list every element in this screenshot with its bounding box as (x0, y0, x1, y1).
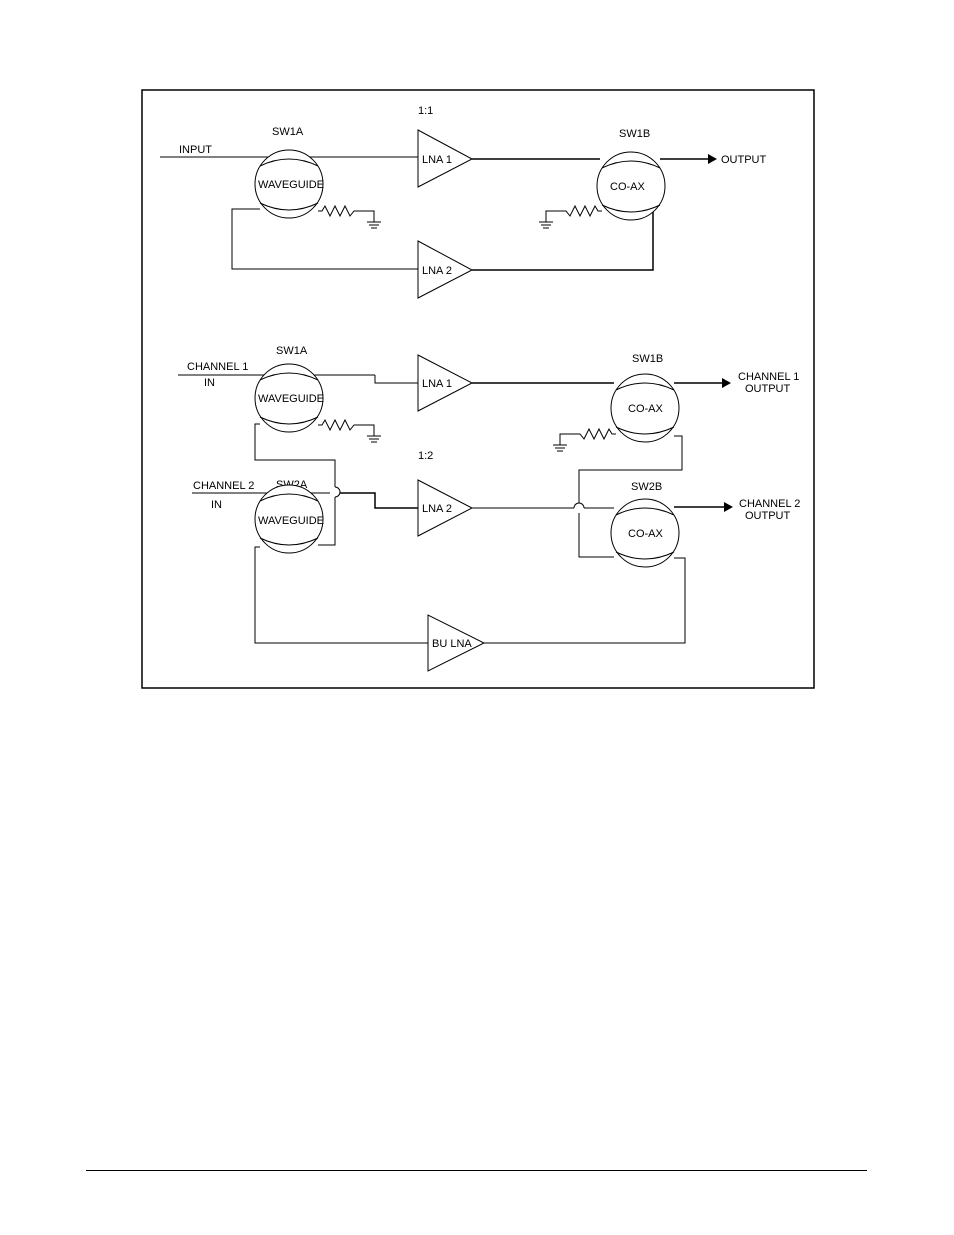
amplifier-lna2-bottom-label: LNA 2 (422, 503, 452, 515)
termination-resistor-top-right (539, 204, 602, 229)
switch-sw1a-bottom: SW1A WAVEGUIDE (254, 345, 324, 433)
channel1-output-arrow (722, 378, 731, 388)
channel2-output-arrow (724, 502, 733, 512)
amplifier-lna1-top-label: LNA 1 (422, 154, 452, 166)
amplifier-backup-lna: BU LNA (427, 614, 486, 672)
channel1-output-label-line2: OUTPUT (745, 383, 791, 395)
termination-resistor-sw1a (318, 418, 381, 443)
switch-sw2b-name: SW2B (631, 481, 662, 493)
amplifier-backup-lna-label: BU LNA (432, 638, 472, 650)
channel2-output-label-line1: CHANNEL 2 (739, 498, 800, 510)
switch-sw1a-top-name: SW1A (272, 126, 304, 138)
channel1-output-label-line1: CHANNEL 1 (738, 371, 799, 383)
section-one-for-two: 1:2 CHANNEL 1 IN SW1A WAVEGUIDE LNA 1 (178, 345, 800, 672)
output-label-top: OUTPUT (721, 154, 767, 166)
switch-sw1b-bottom-type: CO-AX (628, 403, 664, 415)
amplifier-lna1-top: LNA 1 (417, 129, 474, 188)
ratio-label-bottom: 1:2 (418, 450, 433, 462)
switch-sw2a-type: WAVEGUIDE (258, 515, 324, 527)
switch-sw1b-top-name: SW1B (619, 128, 650, 140)
switch-sw1a-top-type: WAVEGUIDE (258, 179, 324, 191)
switch-sw1a-top: SW1A WAVEGUIDE (254, 126, 324, 219)
switch-sw1b-bottom: SW1B CO-AX (610, 353, 680, 443)
diagram-frame (141, 89, 815, 689)
amplifier-lna2-top: LNA 2 (417, 240, 474, 299)
channel1-in-label-line2: IN (204, 377, 215, 389)
switch-sw1b-bottom-name: SW1B (632, 353, 663, 365)
footer-rule (86, 1170, 867, 1171)
amplifier-lna1-bottom-label: LNA 1 (422, 378, 452, 390)
ratio-label-top: 1:1 (418, 105, 433, 117)
channel2-output-label-line2: OUTPUT (745, 510, 791, 522)
amplifier-lna2-top-label: LNA 2 (422, 265, 452, 277)
section-one-for-one: 1:1 INPUT SW1A WAVEGUIDE LNA 1 (160, 105, 767, 299)
switch-sw1b-top-type: CO-AX (610, 181, 646, 193)
termination-resistor-top-left (318, 204, 381, 229)
switch-sw1a-bottom-name: SW1A (276, 345, 308, 357)
output-arrow-top (708, 154, 717, 164)
channel1-in-label-line1: CHANNEL 1 (187, 361, 248, 373)
amplifier-lna1-bottom: LNA 1 (417, 354, 474, 412)
channel2-in-label-line1: CHANNEL 2 (193, 480, 254, 492)
switch-sw2b: SW2B CO-AX (610, 481, 680, 568)
termination-resistor-sw1b (553, 427, 616, 452)
amplifier-lna2-bottom: LNA 2 (417, 479, 474, 537)
switch-sw2a: SW2A WAVEGUIDE (254, 479, 324, 554)
switch-sw1a-bottom-type: WAVEGUIDE (258, 393, 324, 405)
switch-sw1b-top: SW1B CO-AX (596, 128, 666, 221)
switch-sw2b-type: CO-AX (628, 528, 664, 540)
input-label: INPUT (179, 144, 212, 156)
channel2-in-label-line2: IN (211, 499, 222, 511)
